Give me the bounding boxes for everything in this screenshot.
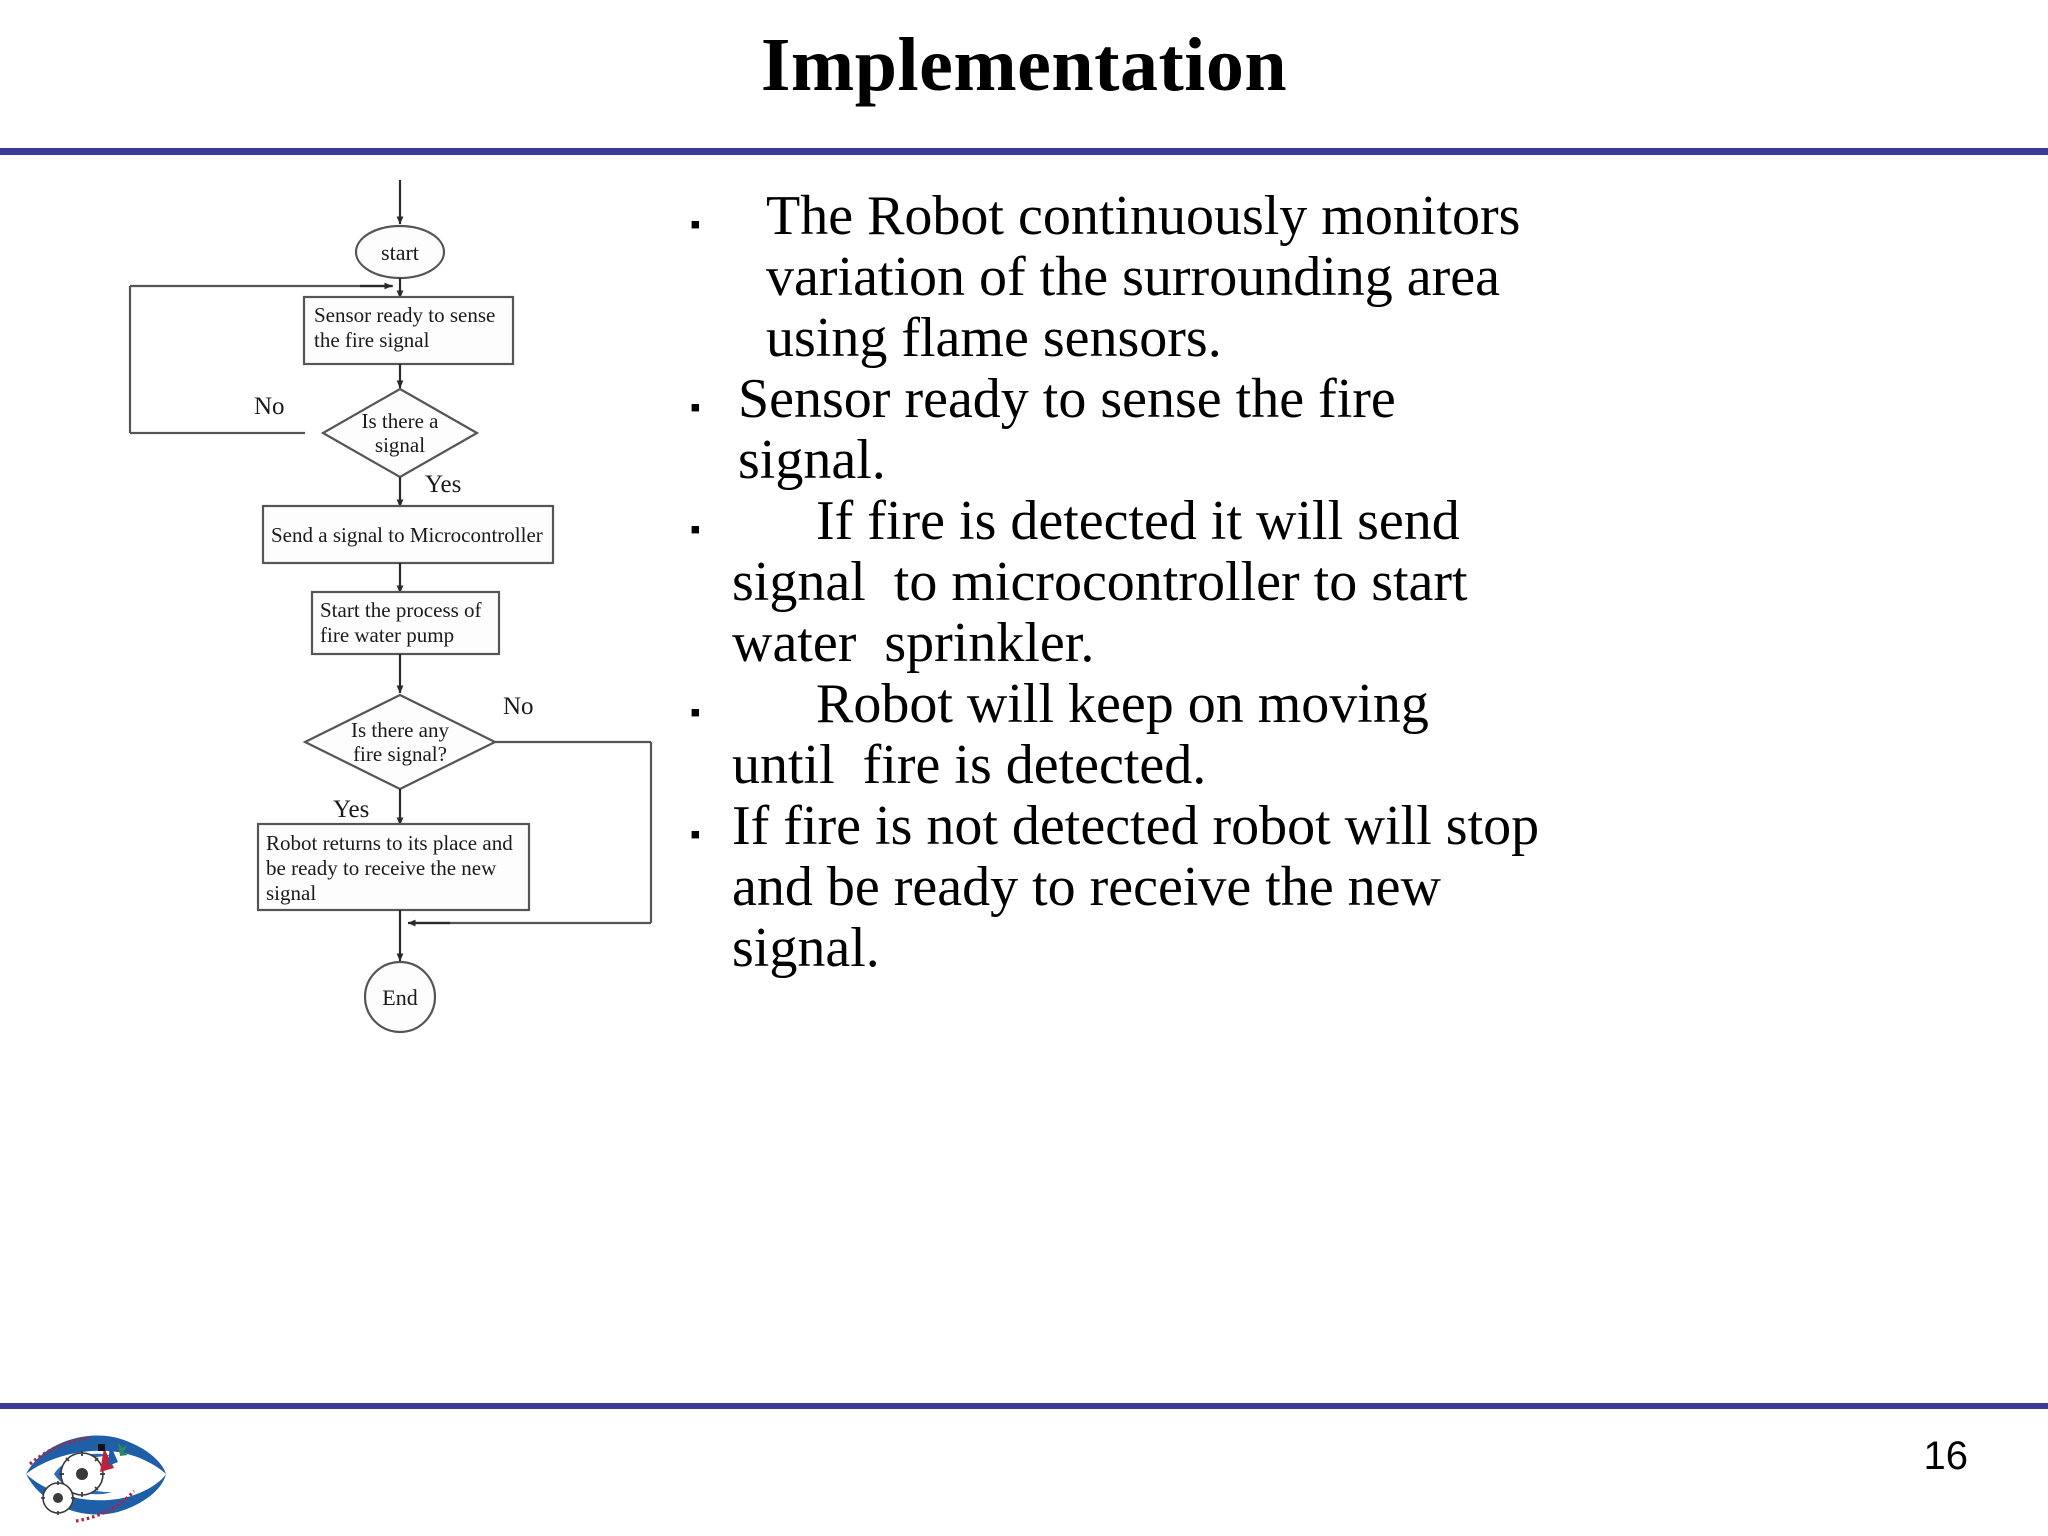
page-number: 16 — [1923, 1434, 1969, 1478]
node-sensor-ready-line2: the fire signal — [314, 328, 430, 352]
bullet-text: If fire is detected it will send signal … — [732, 490, 1468, 675]
edge-label-signal-no: No — [254, 393, 285, 420]
node-end-label: End — [382, 985, 417, 1010]
page-title: Implementation — [760, 23, 1288, 107]
bullet-text: The Robot continuously monitors variatio… — [766, 185, 1521, 370]
bullet-item: ▪ The Robot continuously monitors variat… — [690, 185, 2030, 370]
edge-label-fire-yes: Yes — [333, 796, 369, 823]
bullet-text: Robot will keep on moving until fire is … — [732, 673, 1429, 797]
node-decision-fire-line2: fire signal? — [353, 742, 447, 766]
bullet-square-icon: ▪ — [690, 391, 701, 425]
node-decision-signal-line1: Is there a — [362, 409, 440, 433]
footer-divider — [0, 1403, 2048, 1409]
node-start-pump-line1: Start the process of — [320, 598, 482, 622]
node-decision-fire-line1: Is there any — [351, 718, 449, 742]
header-divider — [0, 148, 2048, 155]
node-robot-returns-line2: be ready to receive the new — [266, 856, 497, 880]
node-send-signal-label: Send a signal to Microcontroller — [271, 523, 543, 547]
node-sensor-ready-line1: Sensor ready to sense — [314, 303, 495, 327]
node-robot-returns-line1: Robot returns to its place and — [266, 831, 513, 855]
bullet-item: ▪ If fire is detected it will send signa… — [690, 491, 2030, 674]
bullet-square-icon: ▪ — [690, 696, 701, 730]
node-robot-returns-line3: signal — [266, 881, 316, 905]
bullet-square-icon: ▪ — [690, 513, 701, 547]
bullet-text: Sensor ready to sense the fire signal. — [738, 368, 1396, 492]
bullet-item: ▪ If fire is not detected robot will stop… — [690, 796, 2030, 979]
edge-label-signal-yes: Yes — [425, 471, 461, 498]
node-start-pump-line2: fire water pump — [320, 623, 454, 647]
bullet-square-icon: ▪ — [690, 818, 701, 852]
node-start-label: start — [381, 240, 419, 265]
node-decision-signal-line2: signal — [375, 433, 425, 457]
university-engineering-logo — [14, 1422, 184, 1526]
bullet-item: ▪ Robot will keep on moving until fire i… — [690, 674, 2030, 796]
bullet-text: If fire is not detected robot will stop … — [732, 795, 1540, 980]
flowchart-diagram: start Sensor ready to sense the fire sig… — [120, 180, 800, 1070]
bullet-square-icon: ▪ — [690, 208, 701, 241]
edge-label-fire-no: No — [503, 693, 534, 720]
bullet-list: ▪ The Robot continuously monitors variat… — [690, 185, 2030, 979]
bullet-item: ▪ Sensor ready to sense the fire signal. — [690, 369, 2030, 491]
